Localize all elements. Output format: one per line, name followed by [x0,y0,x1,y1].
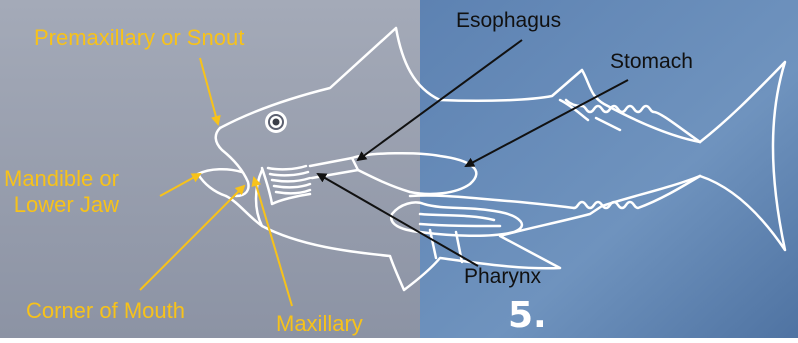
label-maxillary: Maxillary [276,313,363,335]
slide-number: 5. [508,295,547,336]
label-stomach: Stomach [610,51,693,72]
label-mandible-line2: Lower Jaw [4,192,119,218]
label-esophagus: Esophagus [456,10,561,31]
eye-pupil-icon [273,119,280,126]
label-mandible: Mandible or Lower Jaw [4,166,119,218]
label-mandible-line1: Mandible or [4,166,119,192]
label-premaxillary: Premaxillary or Snout [34,27,244,49]
label-corner-of-mouth: Corner of Mouth [26,300,185,322]
label-pharynx: Pharynx [464,266,541,287]
